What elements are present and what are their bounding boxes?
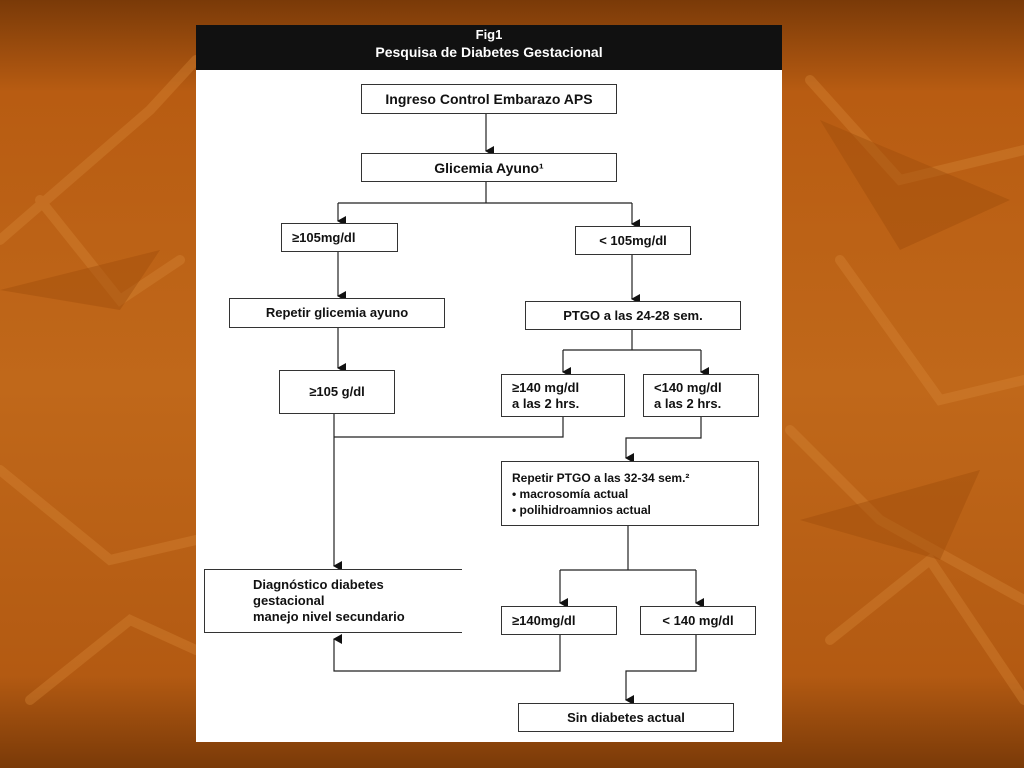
node-glicemia-ayuno: Glicemia Ayuno¹ [361, 153, 617, 182]
node-diagnosis-line-1: Diagnóstico diabetes [253, 577, 384, 592]
node-ptgo-low-line-1: <140 mg/dl [654, 379, 722, 395]
edge-ptgo-split [563, 330, 701, 351]
node-repeat-ptgo-line-2: • macrosomía actual [512, 486, 629, 501]
node-ptgo-24-28: PTGO a las 24-28 sem. [525, 301, 741, 330]
figure-header: Fig1 Pesquisa de Diabetes Gestacional [196, 25, 782, 70]
node-final-high: ≥140mg/dl [501, 606, 617, 635]
edge-final-low-to-no-diabetes [625, 635, 697, 705]
node-repeat-ptgo-line-1: Repetir PTGO a las 32-34 sem.² [512, 470, 690, 485]
node-ptgo-low: <140 mg/dl a las 2 hrs. [643, 374, 759, 417]
edge-repeat-split [560, 526, 696, 571]
edge-ptgo-high-merge [334, 417, 564, 438]
node-sin-diabetes: Sin diabetes actual [518, 703, 734, 732]
node-ptgo-high-line-2: a las 2 hrs. [512, 395, 580, 411]
node-ingreso-control: Ingreso Control Embarazo APS [361, 84, 617, 114]
node-high-fasting: ≥105mg/dl [281, 223, 398, 252]
node-repeat-ptgo-line-3: • polihidroamnios actual [512, 502, 651, 517]
node-ptgo-high-line-1: ≥140 mg/dl [512, 379, 580, 395]
flowchart-figure: Fig1 Pesquisa de Diabetes Gestacional [196, 25, 782, 742]
flowchart-connectors [333, 114, 709, 705]
node-diagnosis-line-3: manejo nivel secundario [253, 609, 405, 624]
node-repeat-fasting: Repetir glicemia ayuno [229, 298, 445, 328]
node-final-low: < 140 mg/dl [640, 606, 756, 635]
node-confirm-high: ≥105 g/dl [279, 370, 395, 414]
node-ptgo-low-line-2: a las 2 hrs. [654, 395, 722, 411]
edge-ptgo-low-to-repeat [625, 417, 702, 463]
edge-fasting-split [338, 182, 632, 204]
edge-final-high-to-diagnosis [333, 634, 561, 672]
node-diagnosis: Diagnóstico diabetes gestacional manejo … [204, 569, 462, 633]
node-repeat-ptgo: Repetir PTGO a las 32-34 sem.² • macroso… [501, 461, 759, 526]
node-low-fasting: < 105mg/dl [575, 226, 691, 255]
node-diagnosis-line-2: gestacional [253, 593, 325, 608]
figure-label: Fig1 [475, 27, 503, 42]
figure-title: Pesquisa de Diabetes Gestacional [375, 44, 603, 60]
node-ptgo-high: ≥140 mg/dl a las 2 hrs. [501, 374, 625, 417]
